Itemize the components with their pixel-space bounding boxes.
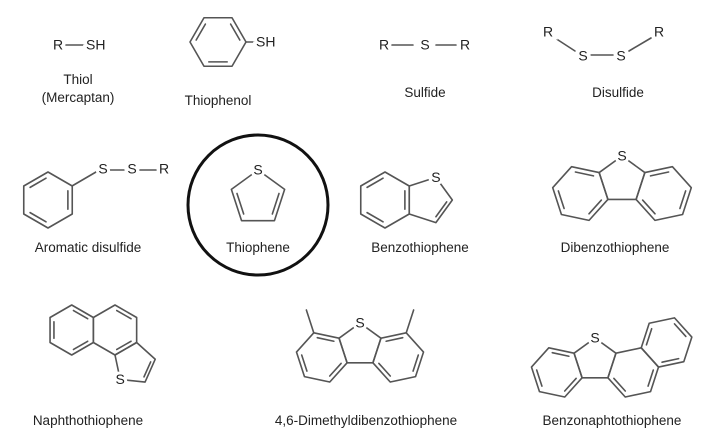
disulfide-r-atom: R	[654, 24, 664, 40]
aromatic-disulfide-ring	[22, 171, 74, 229]
aromatic-disulfide-label: Aromatic disulfide	[35, 240, 142, 255]
naphthothiophene-ring-double-bond	[115, 340, 132, 351]
benzothiophene-benzene-double-bond	[366, 177, 384, 189]
dimethyldibenzothiophene-benzene-double-bond	[300, 354, 308, 372]
benzonaphtothiophene-ring-double-bond	[661, 357, 680, 363]
dimethyldibenzothiophene-benzene-double-bond	[316, 336, 335, 343]
disulfide-s-atom: S	[616, 48, 625, 64]
sulfide-label: Sulfide	[404, 85, 445, 100]
thiophene-label: Thiophene	[226, 240, 290, 255]
atom-labels: R SH SH R S R R S S R S S R S S S S S S	[50, 21, 667, 390]
dibenzothiophene-benzene-double-bond	[679, 190, 687, 210]
disulfide-bond	[554, 37, 576, 52]
dibenzothiophene-benzene-double-bond	[588, 199, 603, 215]
naphthothiophene-s-atom: S	[116, 371, 125, 387]
naphthothiophene-label: Naphthothiophene	[33, 413, 143, 428]
aromatic-disulfide-r-atom: R	[159, 161, 169, 177]
dibenzothiophene-s-atom: S	[617, 148, 626, 164]
benzonaphtothiophene-s-atom: S	[590, 330, 599, 346]
disulfide-bond	[628, 37, 652, 52]
sulfide-s-atom: S	[420, 37, 429, 53]
benzonaphtothiophene-ring-ring	[640, 317, 693, 368]
dimethyldibenzothiophene-label: 4,6-Dimethyldibenzothiophene	[275, 413, 457, 428]
benzonaphtothiophene-label: Benzonaphtothiophene	[543, 413, 682, 428]
sulfide-r-atom: R	[379, 37, 389, 53]
naphthothiophene-ring-double-bond	[115, 309, 132, 320]
dibenzothiophene-benzene-double-bond	[649, 171, 670, 177]
dimethyldibenzothiophene-benzene-double-bond	[412, 354, 420, 372]
thiophenol-label: Thiophenol	[185, 93, 252, 108]
dimethyldibenzothiophene-benzene-double-bond	[328, 362, 342, 377]
thiol-label: Thiol	[63, 72, 92, 87]
dimethyldibenzothiophene-benzene-double-bond	[385, 336, 404, 343]
thiophenol-ring	[189, 16, 247, 68]
thiophene-s-atom: S	[253, 162, 262, 178]
methyl-bond	[305, 309, 315, 334]
thiol-r-atom: R	[53, 37, 63, 53]
thiophene-double-bond	[271, 192, 280, 215]
thiophenol-sh-atom: SH	[256, 34, 275, 50]
benzonaphtothiophene-benzene-double-bond	[563, 377, 577, 392]
naphthothiophene-ring-double-bond	[72, 340, 89, 351]
thiophene-double-bond	[236, 192, 245, 215]
dimethyldibenzothiophene-benzene-ring	[372, 332, 425, 383]
benzonaphtothiophene-ring-double-bond	[647, 369, 655, 387]
thiol-alt-label: (Mercaptan)	[42, 90, 115, 105]
thiol-sh-atom: SH	[86, 37, 105, 53]
benzonaphtothiophene-benzene-double-bond	[551, 351, 570, 358]
dibenzothiophene-label: Dibenzothiophene	[561, 240, 670, 255]
bonds-layer	[22, 16, 693, 398]
dibenzothiophene-benzene-ring	[551, 165, 609, 222]
dibenzothiophene-benzene-double-bond	[641, 199, 656, 215]
thiophenol-double-bond	[195, 23, 207, 41]
benzonaphtothiophene-ring-double-bond	[645, 327, 653, 346]
benzothiophene-benzene-double-bond	[366, 211, 384, 223]
sulfide-r-atom: R	[460, 37, 470, 53]
thiophenol-double-bond	[229, 23, 241, 41]
dimethyldibenzothiophene-benzene-double-bond	[378, 362, 392, 377]
benzothiophene-thiophene-double-bond	[435, 201, 448, 218]
dibenzothiophene-benzene-double-bond	[574, 171, 595, 177]
benzonaphtothiophene-benzene-ring	[530, 347, 583, 398]
aromatic-disulfide-s-atom: S	[127, 161, 136, 177]
aromatic-disulfide-s-atom: S	[98, 161, 107, 177]
naphthothiophene-ring-double-bond	[72, 309, 89, 320]
disulfide-r-atom: R	[543, 24, 553, 40]
dibenzothiophene-thiophene-ring	[598, 155, 646, 201]
dimethyldibenzothiophene-thiophene-ring	[338, 322, 382, 364]
benzothiophene-s-atom: S	[431, 169, 440, 185]
dibenzothiophene-benzene-ring	[635, 165, 693, 222]
compound-names: Thiol (Mercaptan) Thiophenol Sulfide Dis…	[33, 72, 682, 428]
aromatic-disulfide-bond	[71, 171, 97, 187]
naphthothiophene-ring-ring	[49, 304, 95, 356]
thiophene-ring	[230, 169, 286, 222]
disulfide-label: Disulfide	[592, 85, 644, 100]
aromatic-disulfide-double-bond	[29, 211, 47, 223]
aromatic-disulfide-double-bond	[29, 177, 47, 189]
naphthothiophene-thiophene-ring	[114, 341, 157, 383]
methyl-bond	[405, 309, 415, 334]
naphthothiophene-thiophene-double-bond	[143, 361, 152, 378]
benzonaphtothiophene-ring-double-bond	[613, 377, 627, 392]
benzonaphtothiophene-thiophene-ring	[573, 337, 617, 379]
thiophene-highlight-circle	[186, 133, 330, 277]
dibenzothiophene-benzene-double-bond	[557, 190, 565, 210]
benzothiophene-thiophene-ring	[408, 176, 454, 224]
benzothiophene-label: Benzothiophene	[371, 240, 469, 255]
benzonaphtothiophene-benzene-double-bond	[535, 369, 543, 387]
disulfide-s-atom: S	[578, 48, 587, 64]
dimethyldibenzothiophene-s-atom: S	[355, 315, 364, 331]
benzonaphtothiophene-ring-double-bond	[673, 323, 687, 338]
